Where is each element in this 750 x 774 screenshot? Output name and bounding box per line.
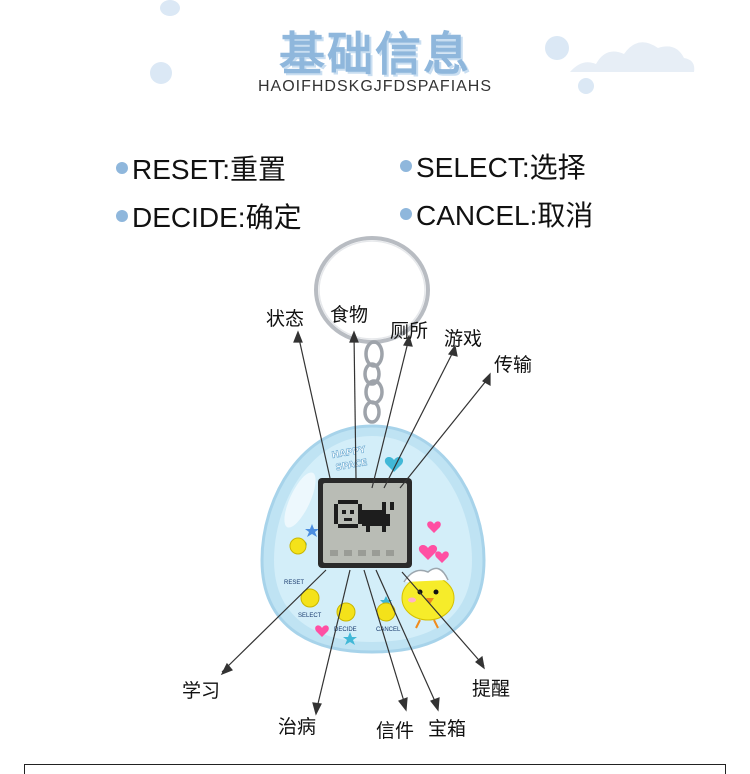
bullet-icon <box>400 160 412 172</box>
callout-study: 学习 <box>182 680 221 702</box>
legend-select: SELECT:选择 <box>400 146 586 186</box>
decor-dot <box>545 36 569 60</box>
callout-status: 状态 <box>266 308 305 330</box>
star-icon <box>343 632 357 645</box>
reset-button-label: RESET <box>284 580 304 586</box>
star-icon <box>305 524 319 537</box>
callout-toilet: 厕所 <box>390 320 429 342</box>
callout-food: 食物 <box>330 304 369 326</box>
bullet-icon <box>400 208 412 220</box>
heart-icon <box>435 551 449 563</box>
callout-treasure: 宝箱 <box>428 718 467 740</box>
screen-menu-icons <box>330 550 394 556</box>
legend-cancel: CANCEL:取消 <box>400 194 593 234</box>
callout-pointers <box>220 330 491 716</box>
pixel-pet-icon <box>334 500 394 532</box>
page-title: 基础信息 <box>279 27 471 81</box>
heart-icon <box>315 625 329 637</box>
chick-icon <box>401 567 455 629</box>
callout-letter: 信件 <box>376 720 415 742</box>
legend-decide: DECIDE:确定 <box>116 196 302 236</box>
callout-cure: 治病 <box>278 716 317 738</box>
bullet-icon <box>116 210 128 222</box>
page-subtitle: HAOIFHDSKGJFDSPAFIAHS <box>257 78 493 95</box>
select-button-label: SELECT <box>298 613 322 619</box>
heart-icon <box>427 521 441 533</box>
cloud-icon <box>570 42 695 72</box>
cancel-button-label: CANCEL <box>376 627 401 633</box>
legend-decide-label: DECIDE:确定 <box>132 202 302 233</box>
heart-icon <box>418 545 438 560</box>
legend-cancel-label: CANCEL:取消 <box>416 200 594 231</box>
callout-transfer: 传输 <box>494 354 533 376</box>
keyring-icon <box>314 236 430 424</box>
legend-reset-label: RESET:重置 <box>132 154 287 185</box>
callout-remind: 提醒 <box>472 678 511 700</box>
decor-dot <box>160 0 180 16</box>
bullet-icon <box>116 162 128 174</box>
legend-select-label: SELECT:选择 <box>416 152 586 183</box>
select-button[interactable] <box>300 588 320 608</box>
decor-dot <box>578 78 594 94</box>
decide-button-label: DECIDE <box>334 627 357 633</box>
decor-dot <box>150 62 172 84</box>
bottom-divider <box>24 764 726 774</box>
legend-reset: RESET:重置 <box>116 148 286 188</box>
callout-game: 游戏 <box>444 328 483 350</box>
heart-icon <box>384 457 404 472</box>
reset-button[interactable] <box>289 537 307 555</box>
